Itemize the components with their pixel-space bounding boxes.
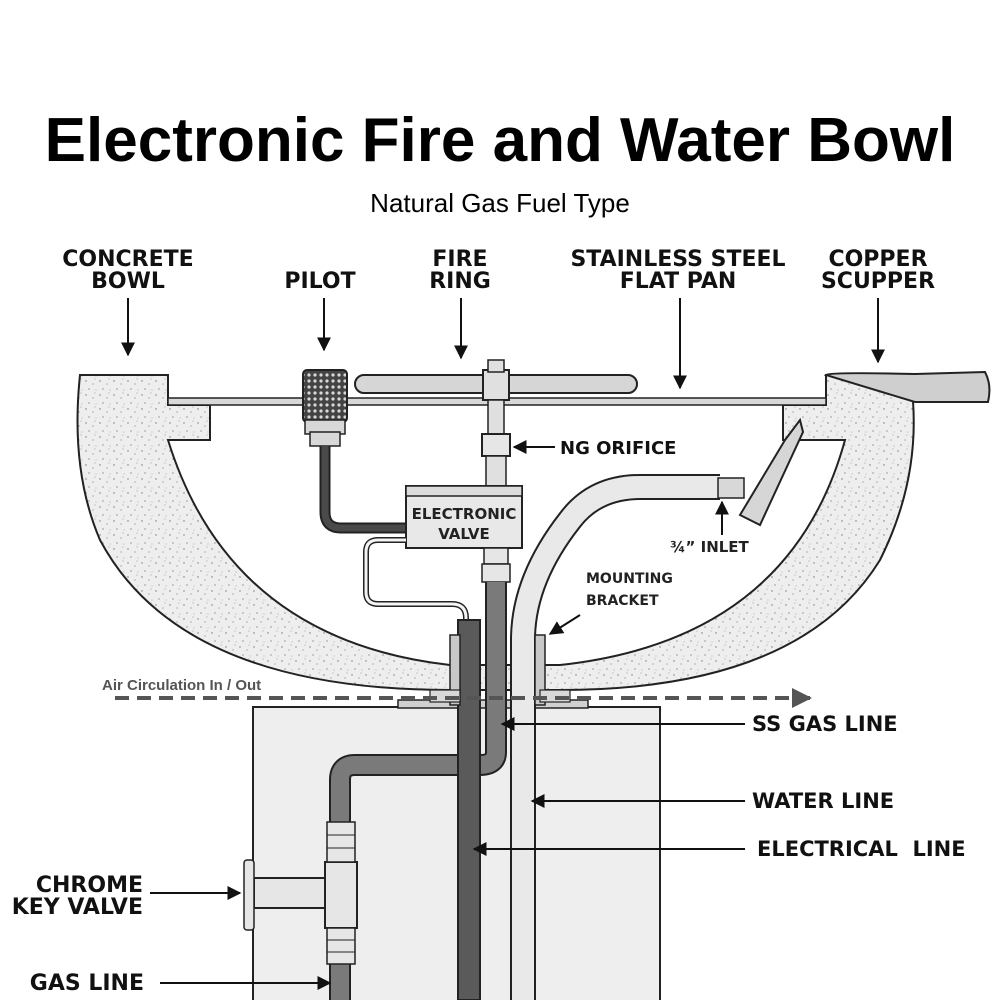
page-subtitle: Natural Gas Fuel Type bbox=[370, 188, 630, 218]
electrical-line-conduit bbox=[457, 619, 481, 1000]
ng-orifice bbox=[481, 433, 511, 457]
valve-wire bbox=[363, 537, 469, 650]
label-valve-line2: VALVE bbox=[438, 525, 490, 543]
fire-ring-hub bbox=[482, 369, 510, 401]
label-scupper-line1: COPPER bbox=[828, 247, 927, 272]
label-key-valve-line2: KEY VALVE bbox=[12, 895, 143, 920]
bracket-pointer bbox=[548, 614, 581, 635]
gas-line-fitting-top bbox=[326, 821, 356, 863]
pilot-collar bbox=[309, 431, 341, 447]
label-pilot: PILOT bbox=[284, 269, 355, 294]
copper-scupper bbox=[823, 370, 991, 403]
label-flat-pan-line2: FLAT PAN bbox=[620, 269, 737, 294]
label-electrical-line: ELECTRICAL LINE bbox=[757, 837, 966, 861]
label-concrete-bowl-line2: BOWL bbox=[91, 269, 165, 294]
mounting-bracket-left bbox=[449, 634, 461, 706]
label-bracket-line2: BRACKET bbox=[586, 593, 659, 609]
pilot-tube bbox=[319, 446, 406, 534]
page-title: Electronic Fire and Water Bowl bbox=[44, 106, 956, 175]
label-flat-pan-line1: STAINLESS STEEL bbox=[570, 247, 785, 272]
label-valve-line1: ELECTRONIC bbox=[412, 505, 517, 523]
mounting-bracket-right bbox=[534, 634, 546, 706]
chrome-key-valve-stem bbox=[253, 877, 331, 909]
valve-fitting bbox=[483, 547, 509, 565]
label-fire-ring-line2: RING bbox=[429, 269, 491, 294]
pedestal-base bbox=[252, 706, 661, 1000]
label-scupper-line2: SCUPPER bbox=[821, 269, 935, 294]
concrete-bowl bbox=[76, 374, 915, 691]
label-ng-orifice: NG ORIFICE bbox=[560, 438, 676, 459]
label-water-line: WATER LINE bbox=[752, 789, 894, 813]
label-inlet: ¾” INLET bbox=[670, 538, 750, 556]
chrome-key-valve-body bbox=[324, 861, 358, 929]
chrome-key-valve-plate bbox=[243, 859, 255, 931]
label-ss-gas-line: SS GAS LINE bbox=[752, 712, 898, 736]
scupper-spout bbox=[738, 417, 805, 527]
label-gas-line: GAS LINE bbox=[30, 971, 144, 996]
inlet-fitting bbox=[717, 477, 745, 499]
fire-ring-cap bbox=[487, 359, 505, 373]
pilot-head bbox=[302, 369, 348, 423]
label-fire-ring-line1: FIRE bbox=[432, 247, 487, 272]
orifice-stem bbox=[487, 399, 505, 435]
gas-line-fitting-bottom bbox=[326, 927, 356, 965]
label-concrete-bowl-line1: CONCRETE bbox=[62, 247, 193, 272]
label-bracket-line1: MOUNTING bbox=[586, 571, 673, 587]
label-air-circulation: Air Circulation In / Out bbox=[102, 677, 261, 694]
label-key-valve-line1: CHROME bbox=[36, 873, 143, 898]
